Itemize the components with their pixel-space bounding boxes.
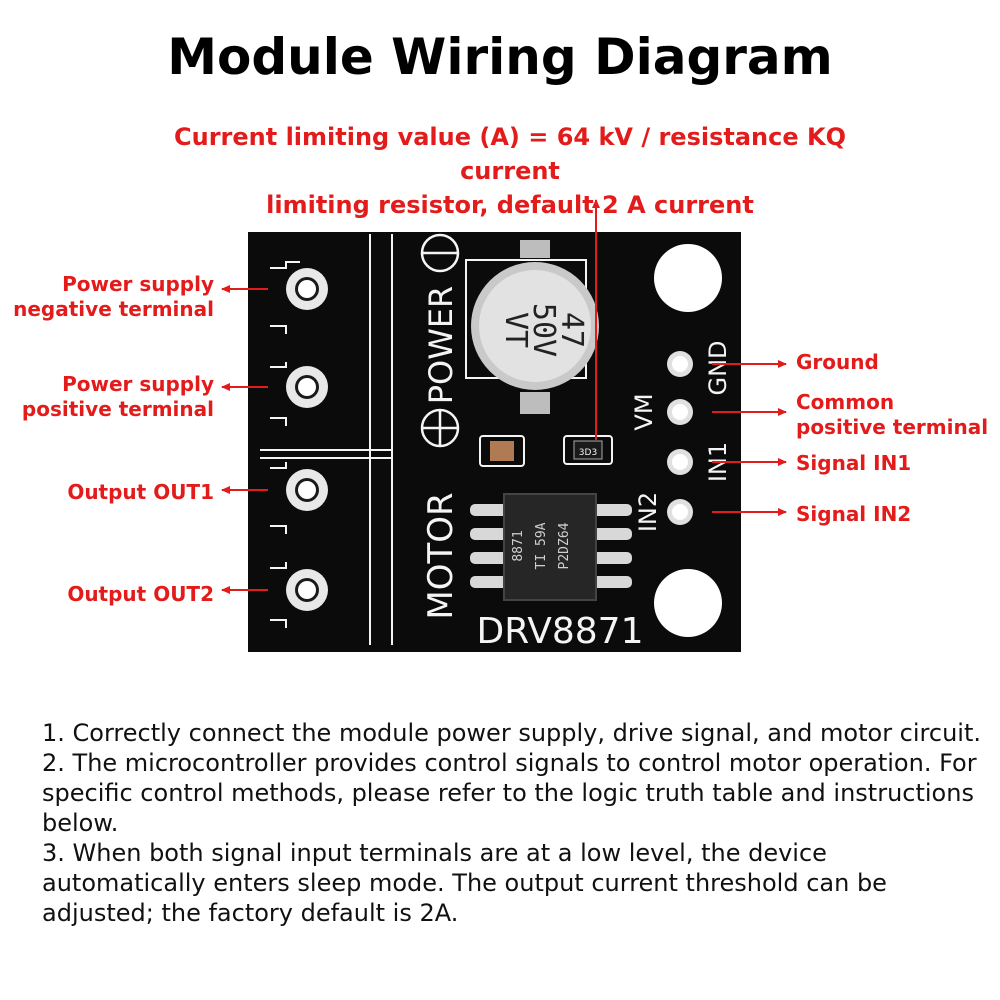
terminal-hole-power-positive bbox=[286, 366, 328, 408]
terminal-hole-out2 bbox=[286, 569, 328, 611]
current-limit-note: Current limiting value (A) = 64 kV / res… bbox=[120, 120, 900, 222]
current-limit-resistor: 3D3 bbox=[563, 435, 613, 465]
label-in1: Signal IN1 bbox=[796, 451, 912, 475]
smd-capacitor bbox=[479, 435, 525, 467]
chip-marking-2: TI 59A bbox=[534, 522, 549, 569]
page-title: Module Wiring Diagram bbox=[167, 28, 833, 86]
header-pin-vm bbox=[667, 399, 693, 425]
label-common-positive: Common positive terminal bbox=[796, 390, 996, 440]
header-pin-gnd bbox=[667, 351, 693, 377]
resistor-code: 3D3 bbox=[579, 448, 597, 458]
label-out2: Output OUT2 bbox=[67, 582, 214, 606]
mounting-hole-bottom bbox=[654, 569, 722, 637]
current-limit-note-line-1: Current limiting value (A) = 64 kV / res… bbox=[174, 123, 846, 185]
terminal-hole-out1 bbox=[286, 469, 328, 511]
silk-power-label: POWER bbox=[422, 286, 460, 405]
label-in2: Signal IN2 bbox=[796, 502, 912, 526]
label-power-negative: Power supply negative terminal bbox=[6, 272, 214, 322]
silk-motor-label: MOTOR bbox=[421, 492, 461, 619]
annotation-arrows bbox=[221, 199, 787, 594]
mounting-hole-top bbox=[654, 244, 722, 312]
instruction-step-1: 1. Correctly connect the module power su… bbox=[42, 719, 981, 747]
electrolytic-capacitor: 47 50V VT bbox=[465, 240, 599, 414]
capacitor-voltage: 50V bbox=[526, 303, 561, 357]
header-pin-in2 bbox=[667, 499, 693, 525]
label-ground: Ground bbox=[796, 350, 879, 374]
drv8871-chip: 8871 TI 59A P2DZ64 bbox=[470, 493, 632, 601]
silk-gnd-label: GND bbox=[704, 340, 732, 395]
header-pin-in1 bbox=[667, 449, 693, 475]
instruction-step-3: 3. When both signal input terminals are … bbox=[42, 839, 887, 927]
label-power-positive-line-2: positive terminal bbox=[21, 397, 214, 421]
silk-vm-label: VM bbox=[630, 393, 658, 430]
capacitor-series: VT bbox=[498, 312, 533, 348]
terminal-hole-power-negative bbox=[286, 268, 328, 310]
chip-marking-3: P2DZ64 bbox=[557, 522, 572, 569]
label-power-positive-line-1: Power supply bbox=[62, 372, 214, 396]
chip-marking-1: 8871 bbox=[511, 530, 526, 561]
label-common-positive-line-2: positive terminal bbox=[796, 415, 989, 439]
instruction-step-2: 2. The microcontroller provides control … bbox=[42, 749, 977, 837]
label-power-positive: Power supply positive terminal bbox=[6, 372, 214, 422]
terminal-outline bbox=[260, 234, 393, 645]
label-out1: Output OUT1 bbox=[67, 480, 214, 504]
drv8871-module-board: POWER MOTOR DRV8871 47 50V VT 3D3 bbox=[248, 232, 741, 652]
label-power-negative-line-2: negative terminal bbox=[13, 297, 214, 321]
capacitor-value: 47 bbox=[554, 312, 589, 348]
current-limit-note-line-2: limiting resistor, default 2 A current bbox=[266, 191, 754, 219]
instructions: 1. Correctly connect the module power su… bbox=[42, 718, 992, 928]
silk-model-label: DRV8871 bbox=[476, 611, 643, 652]
polarity-symbols bbox=[420, 233, 460, 448]
label-power-negative-line-1: Power supply bbox=[62, 272, 214, 296]
silk-in2-label: IN2 bbox=[634, 492, 662, 532]
label-common-positive-line-1: Common bbox=[796, 390, 895, 414]
